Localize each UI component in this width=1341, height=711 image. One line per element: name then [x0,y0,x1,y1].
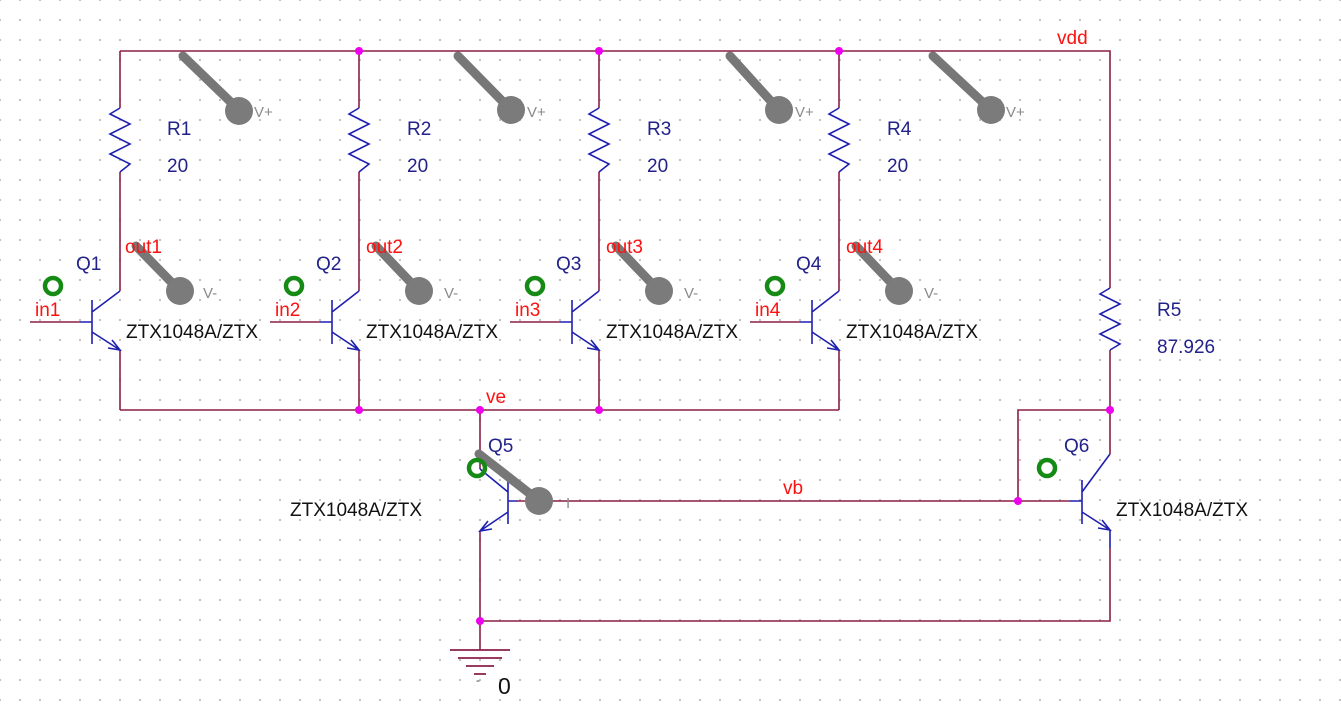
vplus-probe-1-label: V+ [254,104,273,121]
resistor-labels: R1 20 R2 20 R3 20 R4 20 R5 87.926 [167,119,1215,358]
r4-symbol[interactable] [827,107,851,173]
junction-dot [476,617,484,625]
q4-model: ZTX1048A/ZTX [846,322,978,343]
junction-dot [1014,497,1022,505]
net-label-vb[interactable]: vb [783,478,803,499]
vplus-probe-1[interactable]: V+ [178,51,273,125]
r1-value: 20 [167,156,188,177]
vplus-probe-2[interactable]: V+ [453,51,546,124]
r1-ref: R1 [167,119,191,140]
net-label-in2[interactable]: in2 [275,300,300,321]
vminus-probe-3[interactable]: V- [611,241,698,305]
vminus-probe-4-label: V- [924,285,938,302]
green-marker-q5[interactable] [466,457,488,479]
vplus-probes: V+ V+ V+ V+ [178,51,1025,125]
q1-ref: Q1 [76,254,101,275]
junction-dot [1106,406,1114,414]
ground-minus-glyph: - [476,673,480,687]
r5-symbol[interactable] [1098,287,1122,351]
wires [30,50,1111,650]
net-label-out1[interactable]: out1 [125,237,162,258]
green-marker-q3[interactable] [524,275,546,297]
q3-model: ZTX1048A/ZTX [606,322,738,343]
q6-model: ZTX1048A/ZTX [1116,500,1248,521]
r5-value: 87.926 [1157,337,1215,358]
q4-ref: Q4 [796,254,822,275]
vminus-probe-1-label: V- [203,285,217,302]
resistor-symbols [108,107,1122,351]
q1-symbol[interactable] [80,290,122,352]
r5-ref: R5 [1157,300,1181,321]
q5-symbol[interactable] [478,468,518,533]
q6-ref: Q6 [1064,436,1089,457]
junction-dot [355,406,363,414]
junction-dot [835,47,843,55]
r4-value: 20 [887,156,908,177]
q6-symbol[interactable] [1070,453,1112,548]
transistor-symbols [80,290,1112,548]
vplus-probe-3[interactable]: V+ [725,51,814,124]
vminus-probe-3-label: V- [684,285,698,302]
ground-wire[interactable] [479,531,1111,650]
current-probe[interactable]: I [474,449,570,515]
r2-symbol[interactable] [347,107,371,173]
ground-net-label: 0 [498,673,511,699]
vdd-rail-wire[interactable] [120,50,1111,288]
q3-symbol[interactable] [560,290,601,352]
q5-ref: Q5 [488,436,513,457]
net-label-in3[interactable]: in3 [515,300,540,321]
junction-dot [595,406,603,414]
junction-dot [595,47,603,55]
net-label-out4[interactable]: out4 [846,237,883,258]
net-label-ve[interactable]: ve [486,387,506,408]
r2-ref: R2 [407,119,431,140]
junction-dots [355,47,1114,625]
r2-value: 20 [407,156,428,177]
q6-diode-wire[interactable] [1017,409,1110,501]
green-marker-q4[interactable] [764,275,786,297]
current-probe-label: I [566,495,570,512]
vminus-probes: V- V- V- V- [131,241,938,305]
r1-symbol[interactable] [108,107,132,173]
green-marker-q2[interactable] [283,275,305,297]
q2-ref: Q2 [316,254,341,275]
vminus-probe-2-label: V- [444,285,458,302]
junction-dot [476,406,484,414]
net-label-out2[interactable]: out2 [366,237,403,258]
q5-model: ZTX1048A/ZTX [290,500,422,521]
q1-model: ZTX1048A/ZTX [126,322,258,343]
vplus-probe-3-label: V+ [795,104,814,121]
vplus-probe-4[interactable]: V+ [928,51,1025,124]
q4-symbol[interactable] [800,290,841,352]
net-label-vdd[interactable]: vdd [1057,28,1088,49]
transistor-labels: Q1 ZTX1048A/ZTX Q2 ZTX1048A/ZTX Q3 ZTX10… [76,254,1248,521]
vplus-probe-2-label: V+ [527,104,546,121]
net-label-out3[interactable]: out3 [606,237,643,258]
vplus-probe-4-label: V+ [1006,104,1025,121]
q2-model: ZTX1048A/ZTX [366,322,498,343]
green-marker-q6[interactable] [1036,457,1058,479]
vminus-probe-4[interactable]: V- [851,241,938,305]
net-label-in4[interactable]: in4 [755,300,781,321]
green-marker-q1[interactable] [42,275,64,297]
vminus-probe-1[interactable]: V- [131,241,217,305]
green-markers [42,275,1058,479]
q3-ref: Q3 [556,254,581,275]
ground-symbol[interactable]: - 0 [450,649,511,699]
r4-ref: R4 [887,119,912,140]
r3-value: 20 [647,156,668,177]
vminus-probe-2[interactable]: V- [371,241,458,305]
net-label-in1[interactable]: in1 [35,300,60,321]
r3-ref: R3 [647,119,671,140]
q2-symbol[interactable] [320,290,361,352]
net-labels: vdd ve vb in1 in2 in3 in4 out1 out2 out3… [35,28,1088,499]
r3-symbol[interactable] [587,107,611,173]
junction-dot [355,47,363,55]
